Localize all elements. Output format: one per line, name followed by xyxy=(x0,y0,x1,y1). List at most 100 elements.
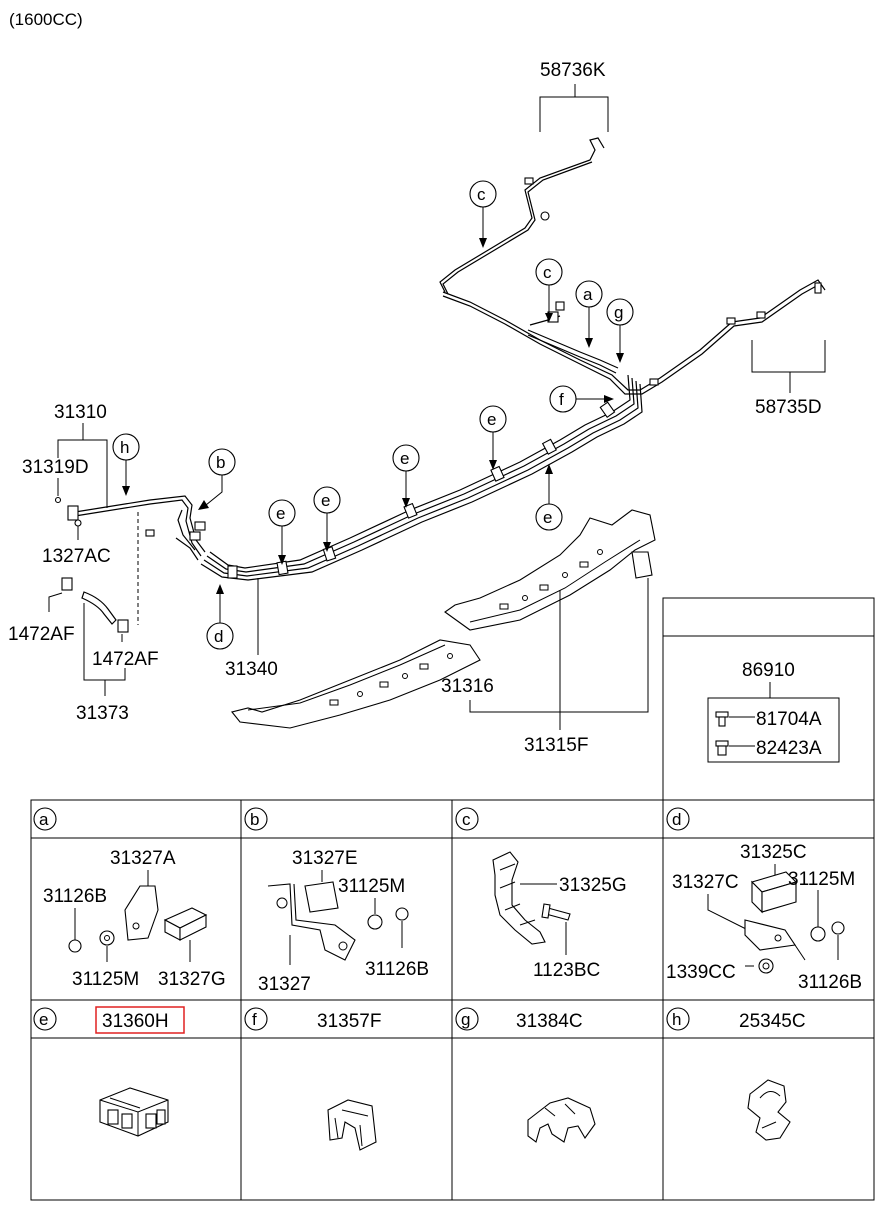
table-header-c[interactable]: c xyxy=(455,807,479,831)
hose-assembly-31373: 1472AF 1472AF 31373 xyxy=(8,512,159,724)
part-label-31126b-b[interactable]: 31126B xyxy=(365,959,429,980)
callout-e-5[interactable]: e xyxy=(268,499,296,565)
table-header-d[interactable]: d xyxy=(666,807,690,831)
part-label-31125m-a[interactable]: 31125M xyxy=(72,969,139,990)
part-label-31327[interactable]: 31327 xyxy=(258,974,311,995)
part-label-31325c[interactable]: 31325C xyxy=(740,842,807,863)
part-label-58735d[interactable]: 58735D xyxy=(755,397,822,418)
callout-d[interactable]: d xyxy=(206,584,234,650)
inset-item-81704a[interactable]: 81704A xyxy=(756,709,822,730)
part-label-31325g[interactable]: 31325G xyxy=(559,875,627,896)
svg-text:e: e xyxy=(321,491,330,510)
bolt-icon xyxy=(541,903,571,921)
screw-icon xyxy=(715,711,729,727)
svg-text:h: h xyxy=(672,1010,681,1029)
clip-cluster-upper xyxy=(527,301,619,374)
part-label-1472af-left[interactable]: 1472AF xyxy=(8,624,75,645)
svg-text:e: e xyxy=(39,1010,48,1029)
callout-e-1[interactable]: e xyxy=(479,405,507,470)
svg-text:g: g xyxy=(614,303,623,322)
highlight-box-31360h xyxy=(95,1006,185,1034)
inset-86910: 86910 81704A 82423A xyxy=(662,597,875,801)
part-label-25345c[interactable]: 25345C xyxy=(739,1011,806,1032)
label-58735d-group: 58735D xyxy=(751,340,826,418)
part-label-31357f[interactable]: 31357F xyxy=(317,1011,381,1032)
callout-a[interactable]: a xyxy=(575,280,603,348)
label-58736k-group: 58736K xyxy=(539,60,609,132)
svg-text:b: b xyxy=(216,453,225,472)
protector-31315f xyxy=(444,509,656,631)
label-protectors-group: 31316 31315F xyxy=(441,578,649,756)
clip-31384c-drawing xyxy=(527,1097,596,1143)
svg-text:b: b xyxy=(250,810,259,829)
clip-31360h-drawing xyxy=(99,1087,169,1137)
svg-text:e: e xyxy=(487,410,496,429)
part-label-31316[interactable]: 31316 xyxy=(441,676,494,697)
table-header-e[interactable]: e xyxy=(33,1007,57,1031)
svg-text:d: d xyxy=(672,810,681,829)
svg-text:e: e xyxy=(543,508,552,527)
cell-d-parts: 31325C 31327C 31125M 1339CC 31126B xyxy=(666,842,862,993)
part-label-31125m-b[interactable]: 31125M xyxy=(338,876,405,897)
part-label-31327e[interactable]: 31327E xyxy=(292,848,358,869)
inset-item-82423a[interactable]: 82423A xyxy=(756,738,822,759)
protector-31316 xyxy=(231,639,481,729)
table-header-b[interactable]: b xyxy=(244,807,268,831)
part-label-58736k[interactable]: 58736K xyxy=(540,60,606,81)
part-label-1339cc[interactable]: 1339CC xyxy=(666,962,736,983)
svg-text:e: e xyxy=(276,504,285,523)
part-label-31310[interactable]: 31310 xyxy=(54,402,107,423)
svg-text:c: c xyxy=(462,810,471,829)
label-31310-group: 31310 31319D 1327AC xyxy=(22,402,111,567)
left-line-assembly xyxy=(67,495,206,561)
clip-25345c-drawing xyxy=(747,1079,791,1141)
parts-table xyxy=(30,799,875,1201)
part-label-1327ac[interactable]: 1327AC xyxy=(42,546,111,567)
callout-e-4[interactable]: e xyxy=(313,486,341,552)
return-line-upper xyxy=(439,137,605,295)
callout-g[interactable]: g xyxy=(606,298,634,363)
part-label-31327g[interactable]: 31327G xyxy=(158,969,226,990)
svg-text:c: c xyxy=(477,185,486,204)
table-header-f[interactable]: f xyxy=(244,1007,268,1031)
part-label-31126b-a[interactable]: 31126B xyxy=(43,886,107,907)
part-label-31315f[interactable]: 31315F xyxy=(524,735,588,756)
svg-text:a: a xyxy=(39,810,49,829)
svg-text:g: g xyxy=(461,1010,470,1029)
part-label-31126b-d[interactable]: 31126B xyxy=(798,972,862,993)
diagram-title: (1600CC) xyxy=(9,10,83,29)
callout-b[interactable]: b xyxy=(198,448,236,510)
callout-e-2[interactable]: e xyxy=(392,444,420,508)
callout-f[interactable]: f xyxy=(549,385,614,413)
clamp-block-icon xyxy=(163,907,208,941)
svg-text:a: a xyxy=(583,285,593,304)
cell-a-parts: 31327A 31126B 31125M 31327G xyxy=(43,848,226,990)
cell-b-parts: 31327E 31125M 31327 31126B xyxy=(258,848,429,995)
part-label-1472af-right[interactable]: 1472AF xyxy=(92,649,159,670)
part-label-31340[interactable]: 31340 xyxy=(225,659,278,680)
inset-title-86910[interactable]: 86910 xyxy=(742,660,795,681)
svg-text:f: f xyxy=(252,1010,257,1029)
part-label-31327a[interactable]: 31327A xyxy=(110,848,176,869)
callout-e-3[interactable]: e xyxy=(535,464,563,531)
table-header-a[interactable]: a xyxy=(33,807,57,831)
supply-line-upper xyxy=(442,279,826,395)
part-label-31327c[interactable]: 31327C xyxy=(672,872,739,893)
svg-text:h: h xyxy=(120,438,129,457)
callout-c-top[interactable]: c xyxy=(469,180,497,248)
part-label-31360h[interactable]: 31360H xyxy=(102,1011,169,1032)
part-label-31125m-d[interactable]: 31125M xyxy=(788,869,855,890)
part-label-31319d[interactable]: 31319D xyxy=(22,457,89,478)
table-header-g[interactable]: g xyxy=(455,1007,479,1031)
main-line-bundle xyxy=(200,374,643,581)
clip-icon xyxy=(715,740,729,756)
cell-c-parts: 31325G 1123BC xyxy=(492,851,627,981)
part-label-1123bc[interactable]: 1123BC xyxy=(533,960,600,981)
svg-text:d: d xyxy=(214,627,223,646)
part-label-31384c[interactable]: 31384C xyxy=(516,1011,583,1032)
table-header-h[interactable]: h xyxy=(666,1007,690,1031)
callout-h[interactable]: h xyxy=(112,433,140,496)
part-label-31373[interactable]: 31373 xyxy=(76,703,129,724)
callout-c-mid[interactable]: c xyxy=(535,258,563,322)
